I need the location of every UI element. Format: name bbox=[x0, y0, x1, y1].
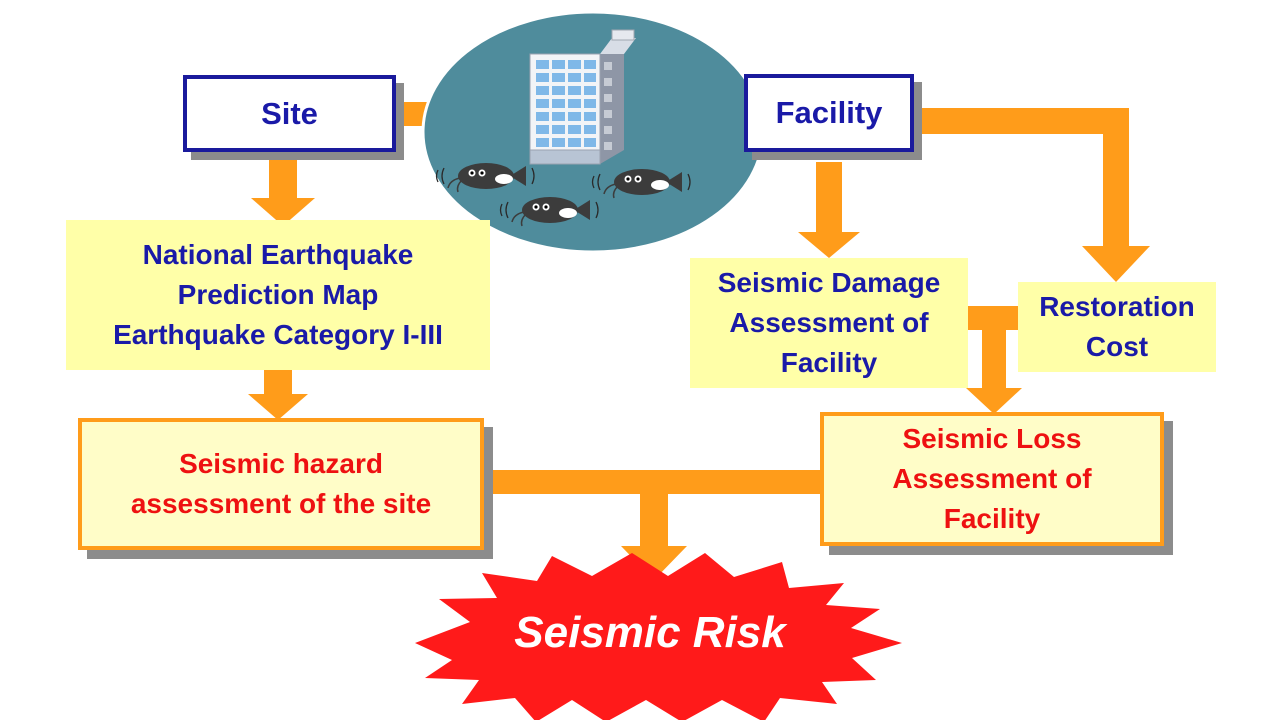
hazard-assessment-line-1: Seismic hazard bbox=[179, 448, 383, 479]
facility-label: Facility bbox=[775, 95, 883, 130]
arrow-facility-to-cost-horizontal bbox=[915, 108, 1129, 134]
site-label: Site bbox=[261, 95, 318, 131]
site-box: Site bbox=[183, 75, 396, 152]
prediction-map-line-1: National Earthquake bbox=[142, 239, 414, 270]
damage-assessment-line-1: Seismic Damage bbox=[717, 267, 941, 298]
illustration bbox=[421, 10, 765, 254]
arrow-map-to-hazard-head bbox=[248, 394, 308, 420]
loss-assessment-line-1: Seismic Loss bbox=[902, 423, 1082, 454]
catfish-icon bbox=[591, 169, 691, 199]
seismic-risk-label: Seismic Risk bbox=[514, 608, 786, 657]
prediction-map-box: National Earthquake Prediction Map Earth… bbox=[66, 220, 490, 370]
facility-box: Facility bbox=[744, 74, 914, 152]
arrow-site-to-map-shaft bbox=[269, 152, 297, 200]
seismic-risk-burst bbox=[415, 553, 902, 720]
hazard-assessment-box: Seismic hazard assessment of the site bbox=[78, 418, 484, 550]
restoration-cost-line-1: Restoration bbox=[1039, 291, 1195, 322]
loss-assessment-line-3: Facility bbox=[943, 503, 1041, 534]
arrow-site-to-map-head bbox=[251, 198, 315, 226]
arrow-merge-to-loss-head bbox=[966, 388, 1022, 414]
arrow-facility-to-damage-head bbox=[798, 232, 860, 258]
prediction-map-line-3: Earthquake Category I-III bbox=[113, 319, 443, 350]
restoration-cost-line-2: Cost bbox=[1085, 331, 1149, 362]
restoration-cost-box: Restoration Cost bbox=[1018, 282, 1216, 372]
building-icon bbox=[529, 29, 636, 165]
hazard-assessment-line-2: assessment of the site bbox=[130, 488, 432, 519]
arrow-facility-to-cost-shaft bbox=[1103, 108, 1129, 248]
loss-assessment-line-2: Assessment of bbox=[892, 463, 1092, 494]
damage-assessment-line-3: Facility bbox=[780, 347, 878, 378]
arrow-merge-to-loss-shaft bbox=[982, 318, 1006, 390]
arrow-map-to-hazard-shaft bbox=[264, 368, 292, 396]
prediction-map-line-2: Prediction Map bbox=[177, 279, 379, 310]
catfish-icon bbox=[499, 197, 599, 227]
arrow-to-risk-shaft bbox=[640, 476, 668, 548]
arrow-to-risk-head bbox=[621, 546, 687, 580]
arrow-facility-to-damage-shaft bbox=[816, 162, 842, 234]
damage-assessment-line-2: Assessment of bbox=[729, 307, 929, 338]
arrow-facility-to-cost-head bbox=[1082, 246, 1150, 282]
catfish-icon bbox=[435, 163, 535, 193]
damage-assessment-box: Seismic Damage Assessment of Facility bbox=[690, 258, 968, 388]
loss-assessment-box: Seismic Loss Assessment of Facility bbox=[820, 412, 1164, 546]
